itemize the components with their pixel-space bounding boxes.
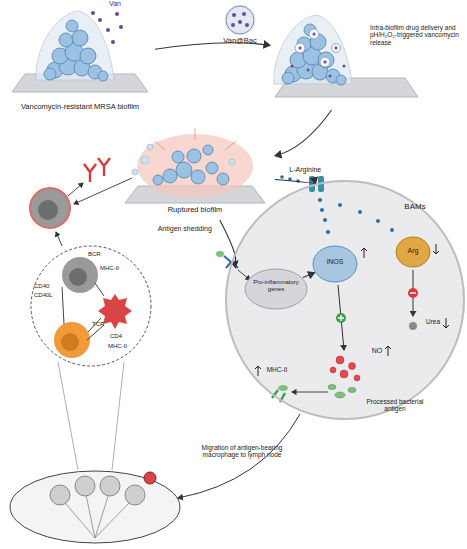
flow-arrow xyxy=(303,273,315,278)
node-label: Intra-biofilm drug delivery and pH/H₂O₂-… xyxy=(370,24,462,46)
node-label: MHC-II xyxy=(108,343,142,350)
biofilm-panel: Ruptured biofilm xyxy=(115,125,275,220)
inset-cells xyxy=(31,246,151,366)
biofilm-panel: Vancomycin-resistant MRSA biofilm xyxy=(5,5,155,117)
inset-circle: BCRMHC-IICD40CD40LTCRCD4MHC-II xyxy=(30,245,152,367)
vanbac-particle xyxy=(225,5,255,35)
enzyme-arg-shape xyxy=(396,237,430,267)
vanbac-particle-shape xyxy=(226,6,254,34)
vanbac-particle: Van@Bac xyxy=(225,5,255,35)
node-label: Ruptured biofilm xyxy=(150,206,240,215)
node-label: CD4 xyxy=(110,333,140,340)
flow-arrow xyxy=(275,179,316,183)
node-label: iNOS xyxy=(312,258,358,266)
annotation-label: Van xyxy=(102,0,128,8)
flow-arrow xyxy=(275,110,332,156)
node-label: BCR xyxy=(88,251,118,258)
node-label: Van@Bac xyxy=(213,37,267,46)
b-cell-antibodies xyxy=(30,158,132,246)
biofilm-panel-1 xyxy=(12,11,148,92)
macrophage-cell-shape xyxy=(226,181,464,419)
macrophage-body xyxy=(216,176,465,420)
nucleus-shape xyxy=(245,269,307,309)
node-label: CD40 xyxy=(34,283,64,290)
node-label: TCR xyxy=(92,321,122,328)
macrophage-cell: BAMsPro-inflammatory genes iNOS Arg xyxy=(225,180,465,420)
inset-circle-shape xyxy=(31,246,151,366)
vanbac-particle-outline xyxy=(225,5,255,35)
node-label: Pro-inflammatory genes xyxy=(248,279,304,293)
node-label: CD40L xyxy=(34,292,64,299)
annotation-label: NO xyxy=(368,347,386,355)
node-label: Vancomycin-resistant MRSA biofilm xyxy=(5,103,155,112)
enzyme-arg: Arg xyxy=(395,236,431,268)
annotation-label: Processed bacterial antigen xyxy=(362,398,428,413)
inset-circle-outline xyxy=(30,245,152,367)
annotation-label: Migration of antigen-bearing macrophage … xyxy=(186,444,298,459)
node-label: Arg xyxy=(395,247,431,255)
lymph-node xyxy=(10,362,180,543)
annotation-label: Urea xyxy=(420,318,446,325)
migration-arrow xyxy=(178,414,300,498)
edge-label: L-Arginine xyxy=(289,166,321,174)
node-label: MHC-II xyxy=(100,265,134,272)
biofilm-panel: Intra-biofilm drug delivery and pH/H₂O₂-… xyxy=(270,10,465,110)
ruptured-biofilm xyxy=(125,128,300,203)
enzyme-inos-shape xyxy=(313,246,357,282)
enzyme-inos: iNOS xyxy=(312,245,358,283)
node-label: BAMs xyxy=(395,202,435,211)
annotation-label: MHC-II xyxy=(262,366,292,373)
nucleus: Pro-inflammatory genes xyxy=(244,268,308,310)
edge-label: Antigen shedding xyxy=(158,225,212,233)
